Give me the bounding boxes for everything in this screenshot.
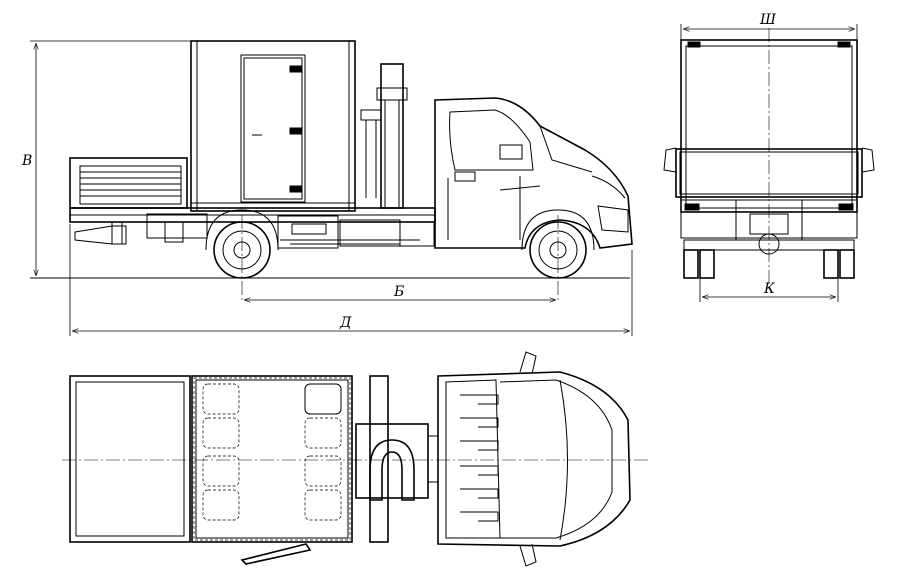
- side-mirror: [499, 144, 523, 160]
- mirror-left: [663, 147, 677, 173]
- track-label: К: [763, 281, 776, 297]
- wheelbase-label: Б: [393, 284, 404, 300]
- cab-top: [437, 371, 631, 547]
- frame-equipment: [146, 213, 435, 249]
- mirror-right: [861, 147, 875, 173]
- crane-turret: [355, 423, 429, 499]
- roof-grooves: [460, 394, 499, 522]
- door-hinge-bottom: [289, 185, 303, 193]
- length-dimension: Д: [69, 224, 633, 336]
- rear-hitch: [74, 225, 127, 245]
- crane-column: [380, 63, 404, 209]
- cargo-box-side: [190, 40, 356, 212]
- door-hinge-middle: [289, 127, 303, 135]
- width-dimension: Ш: [680, 12, 858, 40]
- cargo-box-top: [191, 375, 353, 543]
- height-dimension: В: [21, 40, 190, 275]
- track-dimension: К: [699, 278, 839, 302]
- crane-base-rail: [369, 375, 389, 543]
- seats-left-row: [202, 383, 240, 521]
- rear-wheel-right-outer: [839, 249, 855, 279]
- rear-wheel-right-inner: [823, 249, 839, 279]
- truck-cab: [434, 97, 633, 249]
- top-view: [62, 351, 650, 567]
- rear-wheel-left-inner: [699, 249, 715, 279]
- rear-view: Ш К: [663, 12, 875, 302]
- door-open-top: [240, 543, 312, 565]
- platform-slats: [80, 171, 181, 197]
- seats-right-row: [304, 383, 342, 521]
- mirror-top-right: [519, 543, 537, 567]
- cab-window: [449, 109, 534, 171]
- wheelbase-dimension: Б: [245, 284, 555, 300]
- door-hinge-top: [289, 65, 303, 73]
- platform-top: [69, 375, 191, 543]
- crane-boom-top: [369, 439, 415, 501]
- length-label: Д: [339, 315, 352, 331]
- rear-wheel-left-outer: [683, 249, 699, 279]
- height-label: В: [21, 153, 32, 169]
- cargo-door: [240, 54, 306, 203]
- mirror-top-left: [519, 351, 537, 375]
- width-label: Ш: [759, 12, 777, 28]
- headlight: [597, 205, 629, 233]
- side-view: В Б Д: [21, 40, 633, 336]
- cab-door-handle: [454, 171, 476, 182]
